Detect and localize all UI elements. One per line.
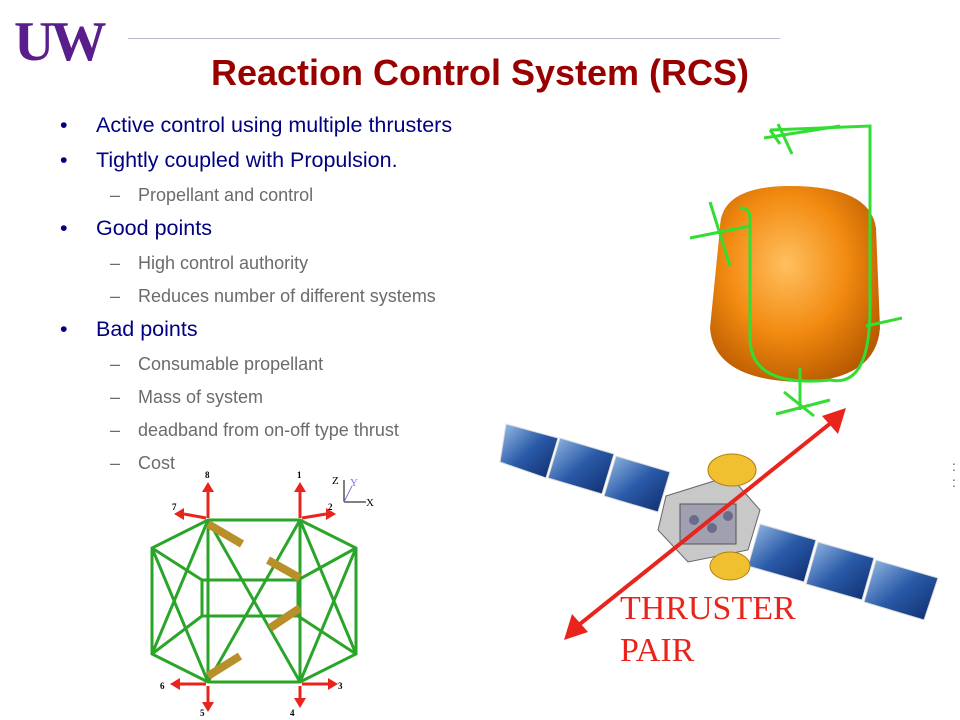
axis-y-label: Y <box>350 477 358 489</box>
sub-bullet-text: High control authority <box>138 253 309 273</box>
sub-marker: – <box>110 354 121 374</box>
bullet-marker: • <box>60 317 68 341</box>
sub-marker: – <box>110 387 121 407</box>
sub-marker: – <box>110 420 121 440</box>
sub-bullet-text: Mass of system <box>138 387 264 407</box>
bullet-list: • Active control using multiple thrusters… <box>60 112 620 483</box>
svg-text:UW: UW <box>14 14 106 66</box>
thruster-number: 7 <box>172 502 177 512</box>
antenna-dish-top <box>707 453 757 487</box>
sub-bullet-item: –Cost <box>60 450 620 476</box>
bullet-text: Bad points <box>96 317 198 341</box>
thruster-pair-label: THRUSTER PAIR <box>620 588 796 672</box>
thruster-number: 5 <box>200 708 205 718</box>
bullet-text: Good points <box>96 216 212 240</box>
sub-bullet-item: –Reduces number of different systems <box>60 283 620 309</box>
thruster-number: 4 <box>290 708 295 718</box>
bullet-item: • Bad points <box>60 316 620 342</box>
sub-marker: – <box>110 253 121 273</box>
axis-x-label: X <box>366 497 374 509</box>
sub-marker: – <box>110 453 121 473</box>
tank-body <box>710 186 880 382</box>
antenna-dish-bottom <box>709 551 751 581</box>
sub-bullet-text: Cost <box>138 453 176 473</box>
bullet-marker: • <box>60 216 68 240</box>
bullet-marker: • <box>60 148 68 172</box>
bullet-item: • Good points <box>60 215 620 241</box>
left-solar-array <box>499 423 671 513</box>
bullet-text: Active control using multiple thrusters <box>96 113 453 137</box>
header-rule <box>128 38 780 39</box>
axis-indicator: Z Y X <box>332 475 374 509</box>
thruster-number: 8 <box>205 470 210 480</box>
sub-bullet-text: Propellant and control <box>138 185 314 205</box>
sub-bullet-item: –Mass of system <box>60 384 620 410</box>
bullet-item: • Active control using multiple thrusters <box>60 112 620 138</box>
right-solar-array <box>747 523 939 621</box>
thruster-label-line-2: PAIR <box>620 632 695 669</box>
edge-marks: :: <box>952 458 956 490</box>
bullet-item: • Tightly coupled with Propulsion. <box>60 147 620 173</box>
sub-bullet-item: –Consumable propellant <box>60 351 620 377</box>
propellant-tank-illustration <box>689 123 903 418</box>
truss-frame <box>150 518 358 684</box>
sub-bullet-text: Reduces number of different systems <box>138 286 436 306</box>
sub-bullet-item: –deadband from on-off type thrust <box>60 417 620 443</box>
thruster-truss-diagram: 8 1 7 2 6 3 5 4 <box>150 470 358 718</box>
axis-z-label: Z <box>332 475 339 487</box>
bullet-marker: • <box>60 113 68 137</box>
sub-bullet-item: –High control authority <box>60 250 620 276</box>
thruster-rods <box>205 520 303 680</box>
feed-lines <box>689 123 903 418</box>
uw-logo: UW <box>14 14 110 66</box>
thruster-number: 2 <box>328 502 333 512</box>
thruster-label-line-1: THRUSTER <box>620 590 796 627</box>
sub-bullet-item: –Propellant and control <box>60 182 620 208</box>
sub-marker: – <box>110 286 121 306</box>
thruster-numbers: 8 1 7 2 6 3 5 4 <box>160 470 343 718</box>
sub-bullet-text: Consumable propellant <box>138 354 324 374</box>
thruster-number: 1 <box>297 470 302 480</box>
sub-bullet-text: deadband from on-off type thrust <box>138 420 399 440</box>
thruster-pair-arrow <box>564 408 846 640</box>
sub-marker: – <box>110 185 121 205</box>
slide-title: Reaction Control System (RCS) <box>210 52 750 93</box>
thruster-arrows <box>170 482 338 712</box>
thruster-number: 3 <box>338 681 343 691</box>
thruster-number: 6 <box>160 681 165 691</box>
bullet-text: Tightly coupled with Propulsion. <box>96 148 398 172</box>
